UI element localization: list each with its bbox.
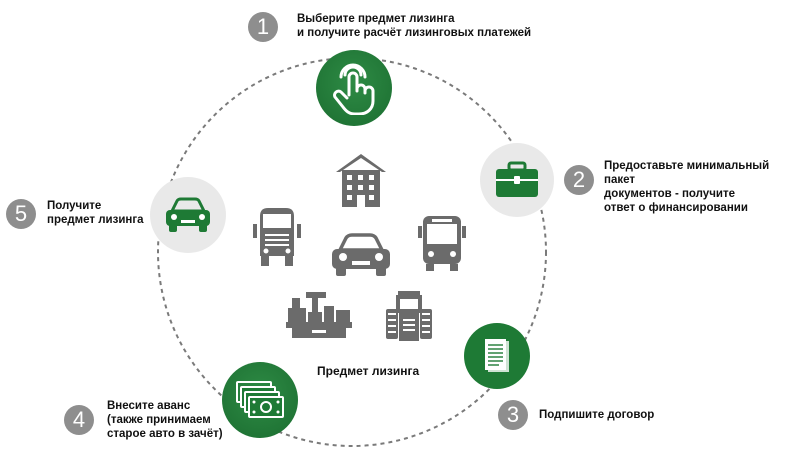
- center-label: Предмет лизинга: [317, 364, 420, 378]
- step-5-number: 5: [6, 199, 36, 229]
- car-icon: [332, 233, 390, 276]
- step-1-number: 1: [248, 12, 278, 42]
- step-4-circle: [222, 362, 298, 438]
- step-4-number: 4: [64, 405, 94, 435]
- hand-pointer-icon: [333, 63, 375, 115]
- tractor-icon: [386, 291, 432, 341]
- step-3-circle: [464, 323, 530, 389]
- step-5-label: Получите предмет лизинга: [47, 200, 144, 226]
- step-2-label: Предоставьте минимальный пакет документо…: [604, 160, 770, 214]
- step-5-circle: [150, 177, 226, 253]
- briefcase-icon: [496, 161, 538, 197]
- step-3-label: Подпишите договор: [539, 409, 655, 421]
- truck-icon: [253, 208, 301, 266]
- step-1-label: Выберите предмет лизинга и получите расч…: [297, 13, 532, 39]
- building-icon: [336, 154, 386, 207]
- step-2-number: 2: [564, 165, 594, 195]
- machine-tool-icon: [286, 292, 352, 338]
- step-4-label: Внесите аванс (также принимаем старое ав…: [107, 400, 223, 440]
- step-3-number: 3: [498, 400, 528, 430]
- step-2-circle: [480, 143, 554, 217]
- step-1-circle: [316, 50, 392, 126]
- car-icon: [166, 197, 210, 232]
- bus-icon: [418, 216, 466, 271]
- document-icon: [485, 339, 509, 372]
- money-icon: [236, 381, 284, 418]
